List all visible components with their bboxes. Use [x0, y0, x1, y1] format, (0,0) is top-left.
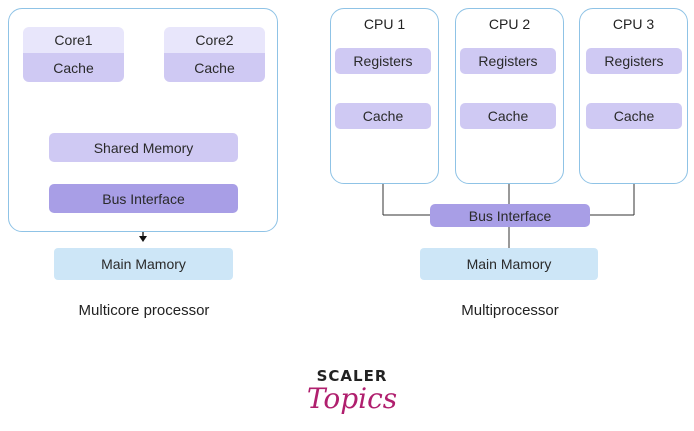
cpu2-cache: Cache: [460, 103, 556, 129]
multicore-caption: Multicore processor: [78, 302, 210, 319]
shared-memory-box: Shared Memory: [49, 133, 238, 162]
multiprocessor-caption: Multiprocessor: [461, 302, 559, 319]
core2-cache: Cache: [164, 53, 265, 82]
logo-topics: Topics: [306, 382, 398, 415]
cpu2-frame: [455, 8, 564, 184]
cpu1-title: CPU 1: [363, 16, 406, 32]
core1-cache: Cache: [23, 53, 124, 82]
cpu2-title: CPU 2: [488, 16, 531, 32]
multiprocessor-main-memory: Main Mamory: [420, 248, 598, 280]
cpu2-registers: Registers: [460, 48, 556, 74]
cpu3-cache: Cache: [586, 103, 682, 129]
core1-label: Core1: [23, 27, 124, 53]
cpu3-title: CPU 3: [612, 16, 655, 32]
multiprocessor-bus-interface: Bus Interface: [430, 204, 590, 227]
cpu3-frame: [579, 8, 688, 184]
cpu3-registers: Registers: [586, 48, 682, 74]
cpu1-cache: Cache: [335, 103, 431, 129]
cpu1-frame: [330, 8, 439, 184]
multicore-main-memory: Main Mamory: [54, 248, 233, 280]
core2-label: Core2: [164, 27, 265, 53]
multicore-bus-interface: Bus Interface: [49, 184, 238, 213]
logo-scaler: SCALER: [316, 367, 388, 385]
cpu1-registers: Registers: [335, 48, 431, 74]
